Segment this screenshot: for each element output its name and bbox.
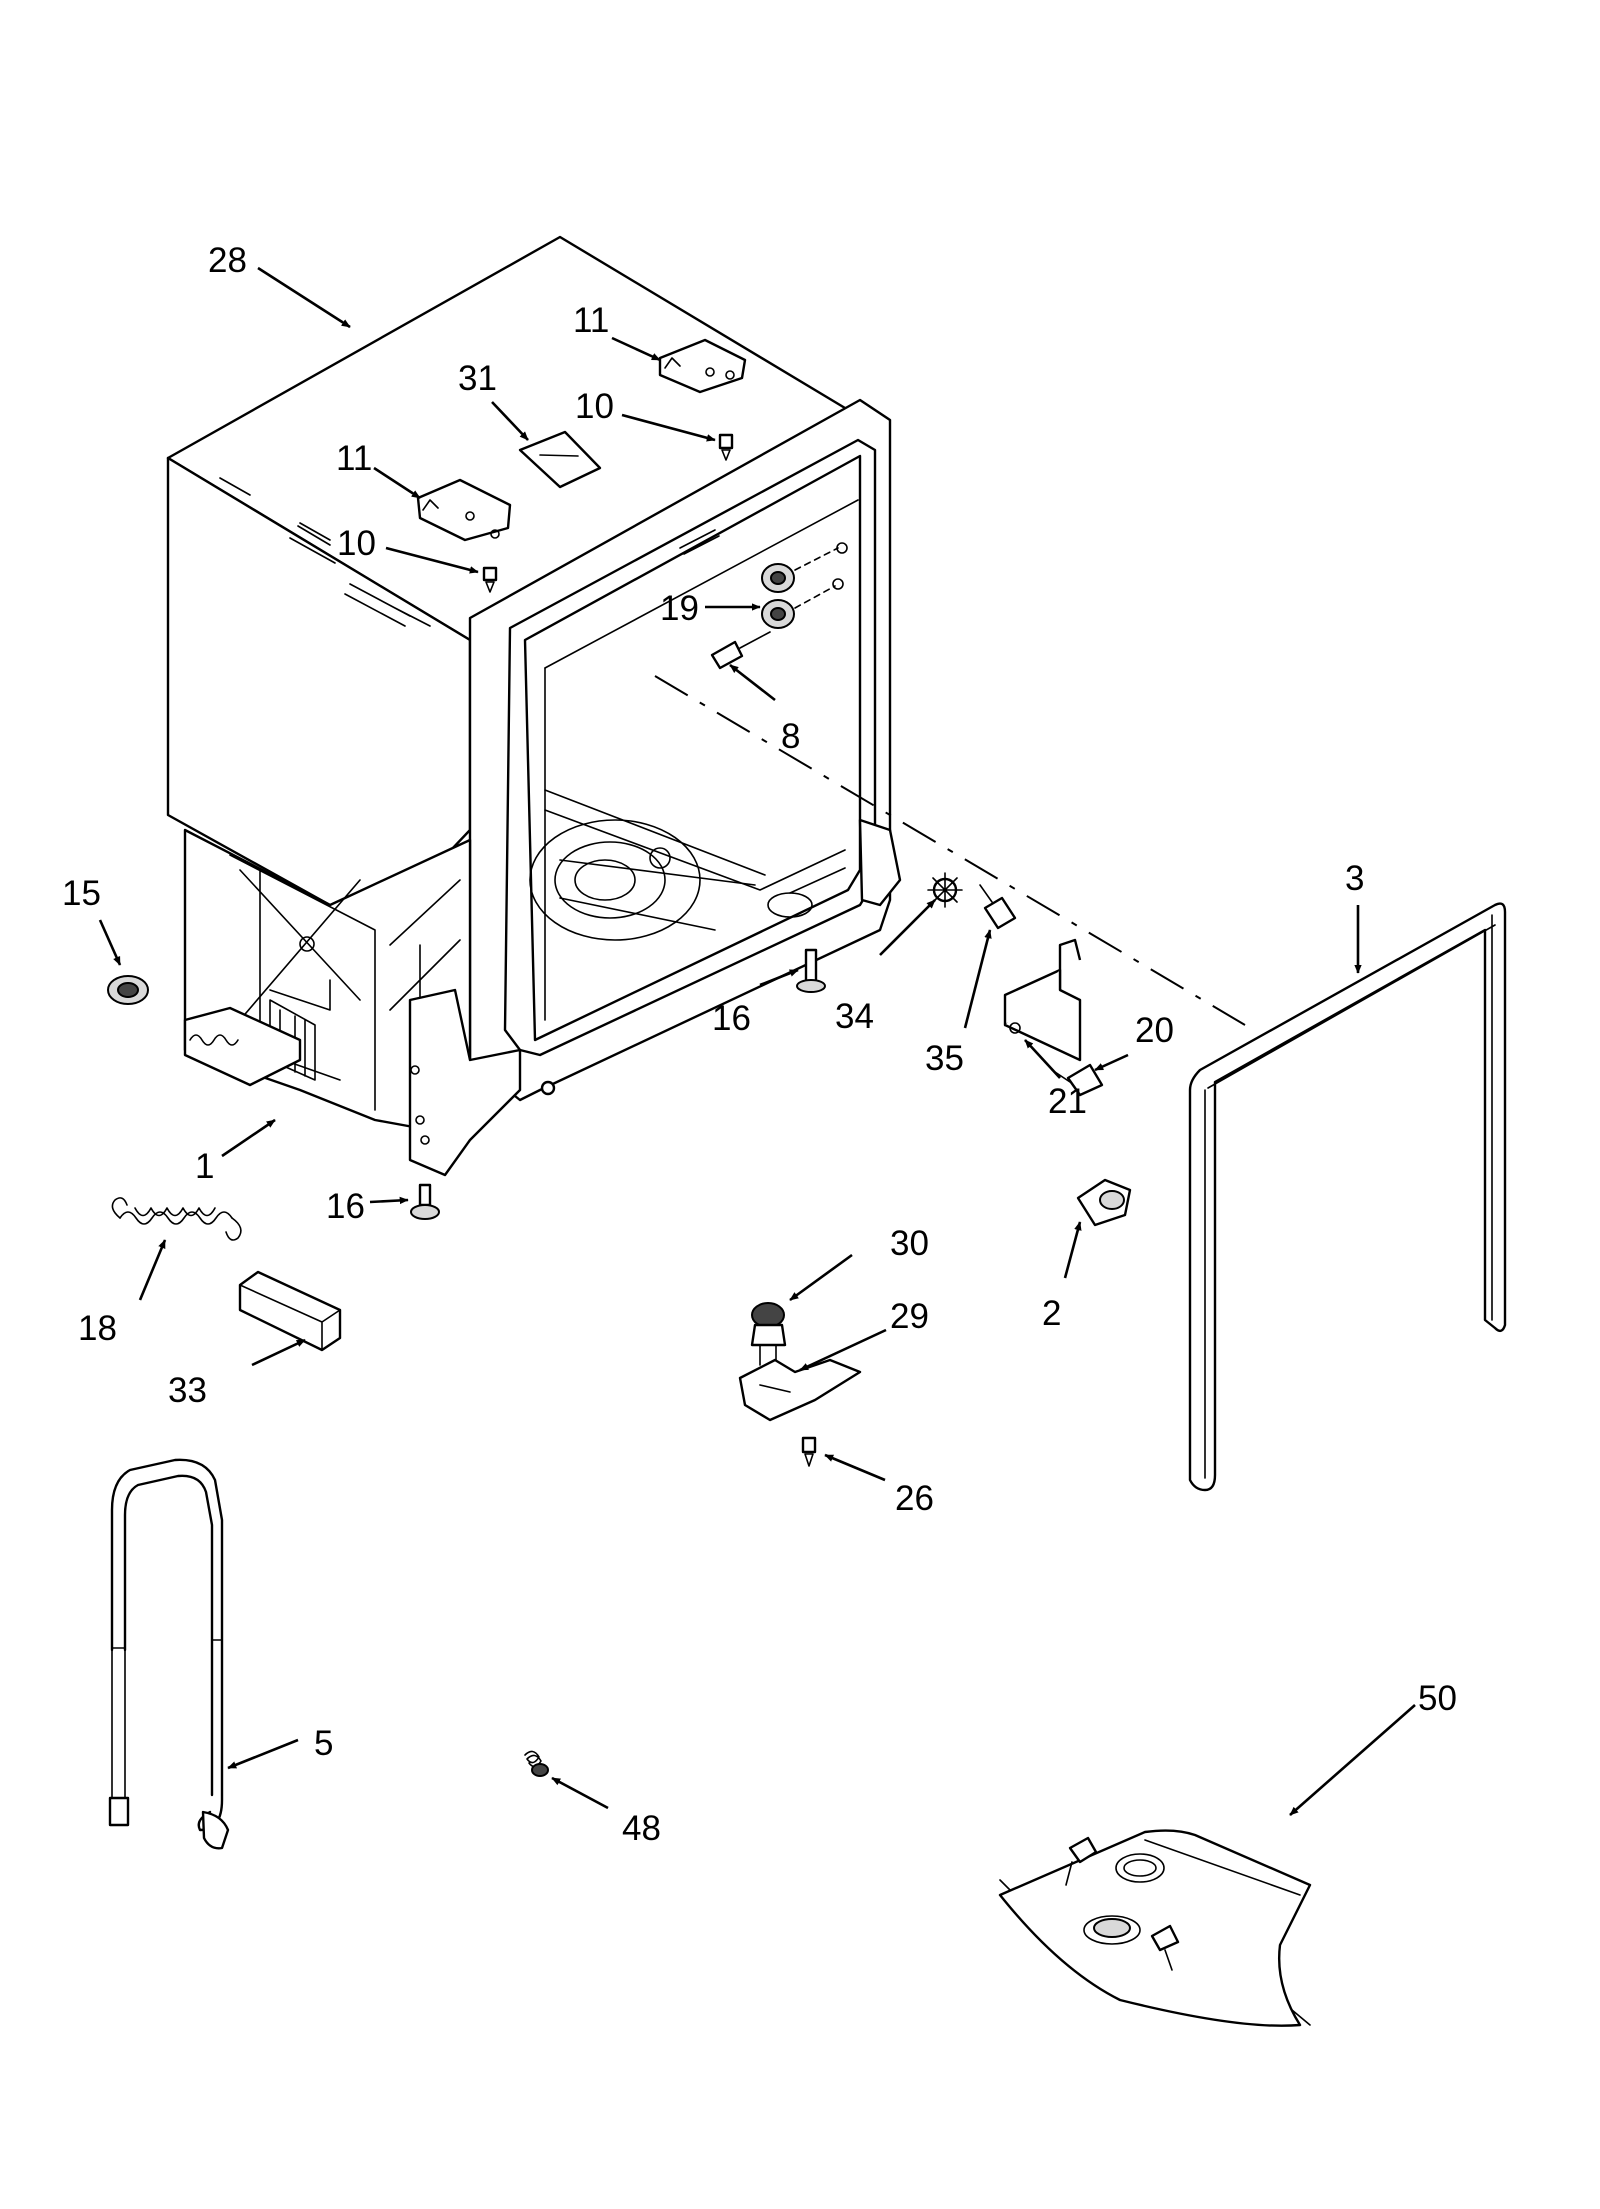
screw-26 xyxy=(801,1436,817,1467)
clip-2 xyxy=(1076,1178,1132,1227)
callout-20: 20 xyxy=(1135,1011,1174,1050)
callout-2: 2 xyxy=(1042,1294,1061,1333)
callout-34: 34 xyxy=(835,997,874,1036)
callout-16-rear: 16 xyxy=(712,999,751,1038)
switch-30 xyxy=(750,1302,787,1366)
callout-48: 48 xyxy=(622,1809,661,1848)
screw-8 xyxy=(710,631,771,670)
door-gasket-3 xyxy=(1188,902,1507,1492)
screw-10-upper xyxy=(718,433,734,461)
gear-34 xyxy=(927,872,963,908)
callout-11-upper: 11 xyxy=(573,301,609,340)
center-line xyxy=(654,675,1246,1026)
callout-16-front: 16 xyxy=(326,1187,365,1226)
clamp-48 xyxy=(524,1750,549,1777)
callout-50: 50 xyxy=(1418,1679,1457,1718)
bracket-29 xyxy=(738,1358,862,1422)
screw-10-lower xyxy=(482,566,498,593)
callout-18: 18 xyxy=(78,1309,117,1348)
callout-33: 33 xyxy=(168,1371,207,1410)
callout-15: 15 xyxy=(62,874,101,913)
callout-1: 1 xyxy=(195,1147,214,1186)
hinge-bracket-upper xyxy=(658,338,747,394)
parts-bag-50 xyxy=(998,1829,1312,2027)
callout-35: 35 xyxy=(925,1039,964,1078)
screw-35 xyxy=(979,884,1017,930)
leveling-leg-16-rear xyxy=(796,948,826,993)
leveling-leg-16-front xyxy=(410,1183,440,1220)
callout-10-lower: 10 xyxy=(337,524,376,563)
callout-26: 26 xyxy=(895,1479,934,1518)
grommet-15 xyxy=(107,975,149,1005)
callout-3: 3 xyxy=(1345,859,1364,898)
callout-30: 30 xyxy=(890,1224,929,1263)
hinge-bracket-lower xyxy=(416,478,512,542)
callout-labels: 28 11 31 10 11 10 19 8 3 15 16 34 35 20 … xyxy=(62,241,1457,1848)
spring-18 xyxy=(111,1197,242,1241)
callout-8: 8 xyxy=(781,717,800,756)
callout-29: 29 xyxy=(890,1297,929,1336)
bracket-21 xyxy=(1003,938,1082,1062)
clip-31 xyxy=(518,430,602,489)
callout-21: 21 xyxy=(1048,1082,1087,1121)
callout-31: 31 xyxy=(458,359,497,398)
block-33 xyxy=(238,1270,342,1352)
leader-arrows xyxy=(98,266,1416,1816)
tub-assembly xyxy=(166,235,902,1177)
roller-19 xyxy=(761,542,848,629)
callout-28: 28 xyxy=(208,241,247,280)
callout-10-upper: 10 xyxy=(575,387,614,426)
callout-19: 19 xyxy=(660,589,699,628)
callout-5: 5 xyxy=(314,1724,333,1763)
callout-11-lower: 11 xyxy=(336,439,372,478)
hose-5 xyxy=(108,1458,230,1850)
